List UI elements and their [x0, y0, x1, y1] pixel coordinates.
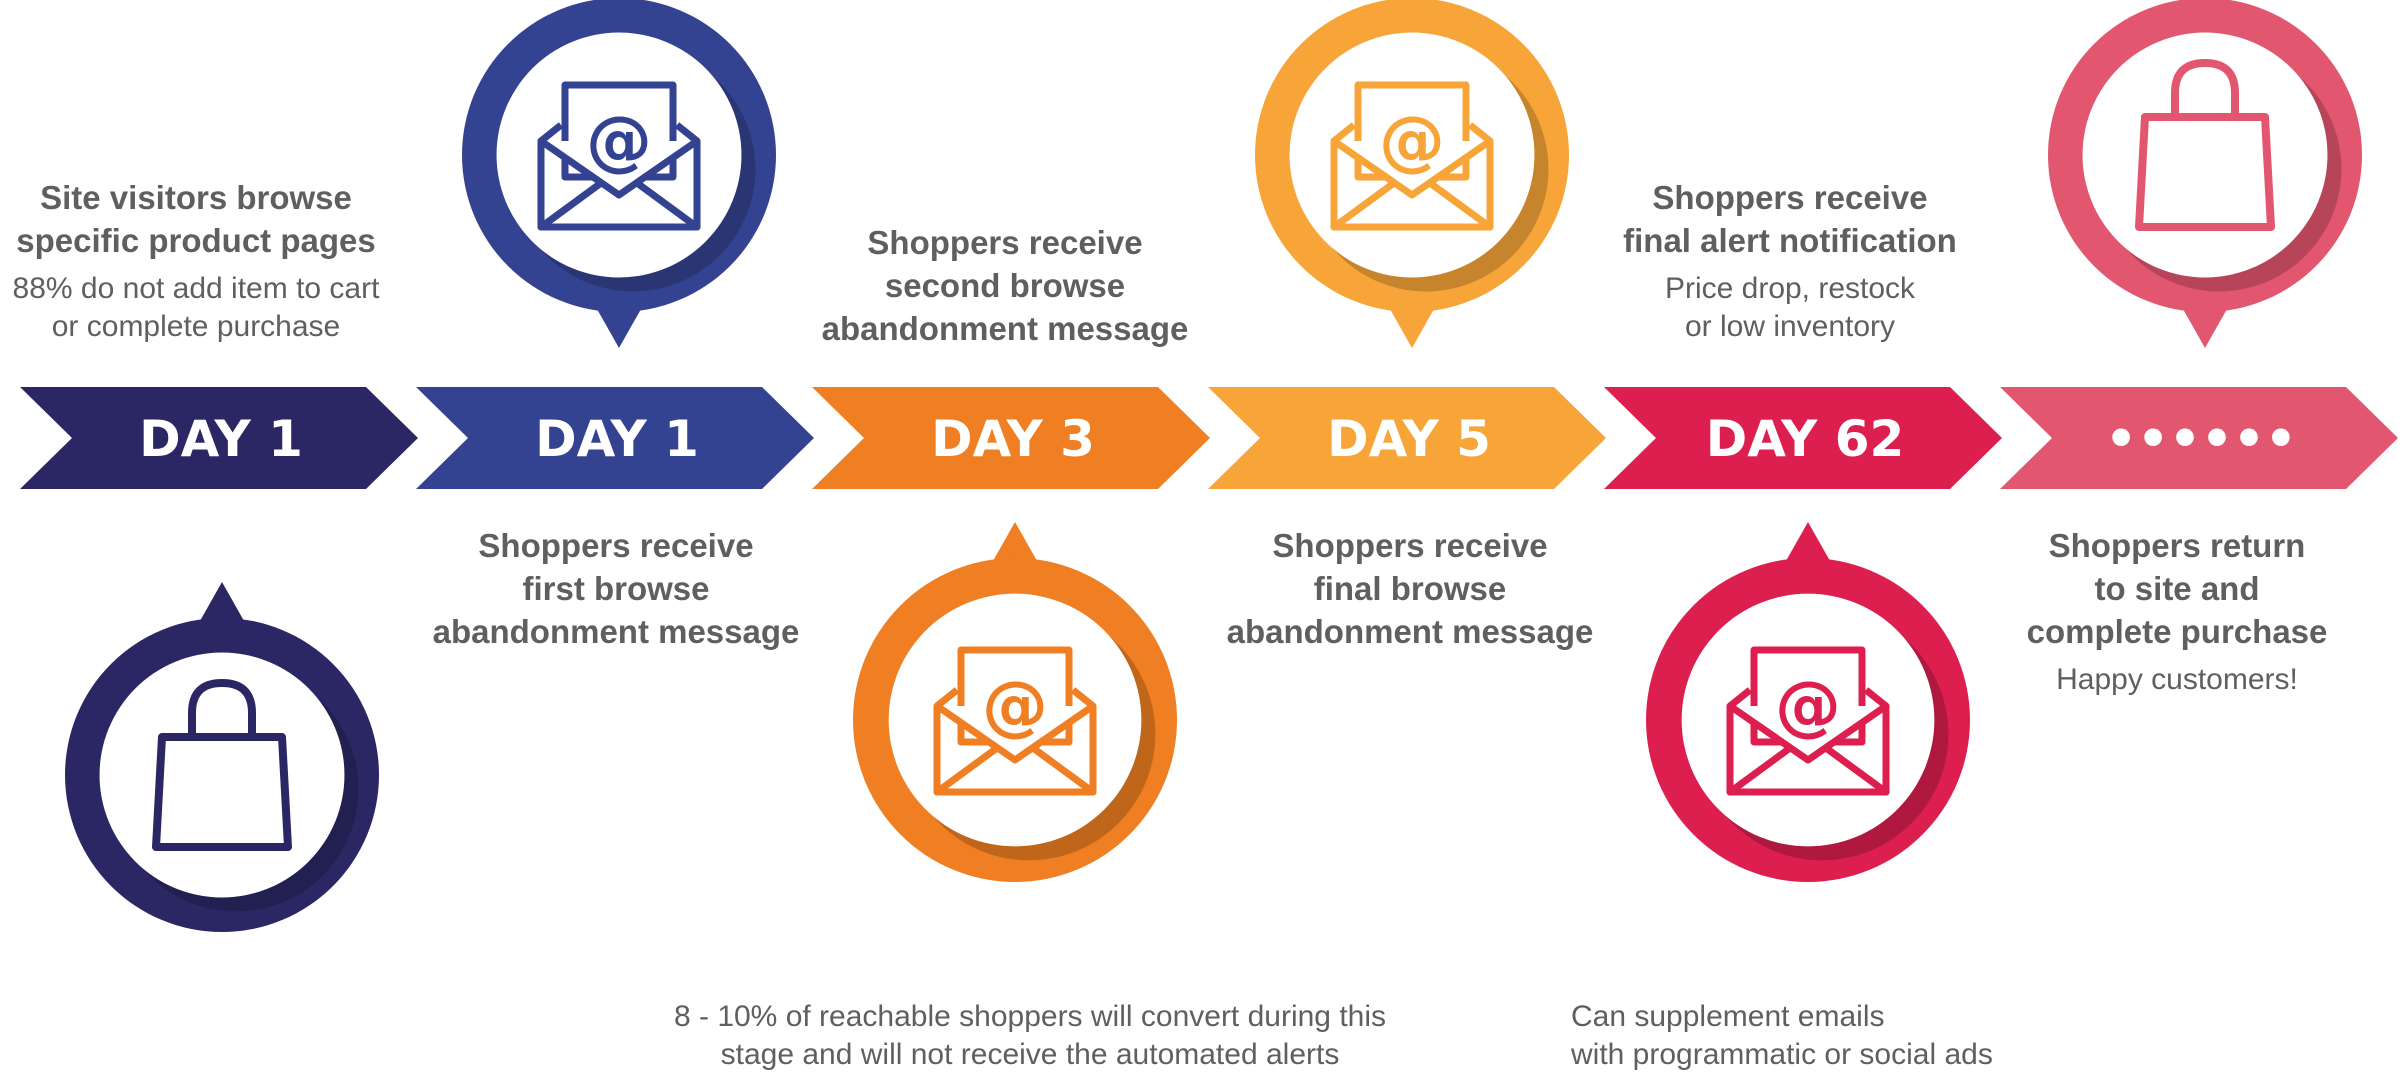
- at-sign: @: [1775, 667, 1841, 744]
- pin-inner: [99, 652, 345, 898]
- pin-pointer: [1386, 302, 1438, 348]
- step-2-pin: @: [462, 0, 776, 348]
- at-sign: @: [982, 667, 1048, 744]
- envelope-fold: [537, 179, 701, 231]
- step-6-label: ••••••: [2105, 410, 2297, 468]
- envelope-body: [537, 122, 701, 231]
- envelope-flap: [935, 703, 1095, 764]
- envelope-fold: [1726, 744, 1890, 796]
- envelope-flap: [1728, 703, 1888, 764]
- step-1-subtitle: 88% do not add item to cart or complete …: [12, 272, 380, 343]
- step-2-arrow: [416, 387, 814, 489]
- step-1-text: Site visitors browse specific product pa…: [0, 176, 392, 346]
- at-sign: @: [1379, 102, 1445, 179]
- pin-pointer: [989, 522, 1041, 568]
- step-4-label: DAY 5: [1327, 410, 1491, 468]
- step-5-text: Shoppers receive final alert notificatio…: [1590, 176, 1990, 346]
- step-5-arrow: [1604, 387, 2002, 489]
- step-2-text: Shoppers receive first browse abandonmen…: [410, 524, 822, 653]
- pin-pointer: [1782, 522, 1834, 568]
- envelope-body: [1330, 122, 1494, 231]
- step-6-pin: [2048, 0, 2362, 348]
- envelope-body: [933, 687, 1097, 796]
- envelope-fold: [933, 744, 1097, 796]
- step-1-arrow: [20, 387, 418, 489]
- at-sign: @: [586, 102, 652, 179]
- email-envelope-icon: @: [933, 646, 1097, 796]
- envelope-fold: [1330, 179, 1494, 231]
- step-6-text: Shoppers return to site and complete pur…: [1990, 524, 2364, 699]
- bag-body: [152, 733, 292, 851]
- step-6-title: Shoppers return to site and complete pur…: [2026, 527, 2328, 650]
- bag-body: [2135, 113, 2275, 231]
- step-3-arrow: [812, 387, 1210, 489]
- shopping-bag-icon: [2135, 58, 2275, 231]
- step-3-title: Shoppers receive second browse abandonme…: [821, 224, 1189, 347]
- bag-handle: [2171, 58, 2239, 121]
- step-4-pin: @: [1255, 0, 1569, 348]
- pin-pointer: [593, 302, 645, 348]
- step-5-pin: @: [1646, 522, 1970, 882]
- conversion-note: 8 - 10% of reachable shoppers will conve…: [673, 1000, 1387, 1071]
- step-3-text: Shoppers receive second browse abandonme…: [800, 221, 1210, 350]
- pin-pointer: [2179, 302, 2231, 348]
- step-3-pin: @: [853, 522, 1177, 882]
- step-2-title: Shoppers receive first browse abandonmen…: [432, 527, 800, 650]
- step-1-title: Site visitors browse specific product pa…: [16, 179, 376, 259]
- step-5-subtitle: Price drop, restock or low inventory: [1664, 272, 1916, 343]
- step-3-label: DAY 3: [931, 410, 1095, 468]
- envelope-body: [1726, 687, 1890, 796]
- email-envelope-icon: @: [1726, 646, 1890, 796]
- envelope-flap: [539, 138, 699, 199]
- step-4-text: Shoppers receive final browse abandonmen…: [1200, 524, 1620, 653]
- pin-inner: [2082, 32, 2328, 278]
- step-6-arrow: [2000, 387, 2398, 489]
- step-5-title: Shoppers receive final alert notificatio…: [1623, 179, 1957, 259]
- step-6-subtitle: Happy customers!: [2056, 663, 2298, 696]
- step-4-arrow: [1208, 387, 1606, 489]
- step-4-title: Shoppers receive final browse abandonmen…: [1226, 527, 1594, 650]
- step-1-label: DAY 1: [139, 410, 303, 468]
- shopping-bag-icon: [152, 678, 292, 851]
- step-5-label: DAY 62: [1706, 410, 1905, 468]
- step-2-label: DAY 1: [535, 410, 699, 468]
- email-envelope-icon: @: [537, 81, 701, 231]
- email-envelope-icon: @: [1330, 81, 1494, 231]
- envelope-flap: [1332, 138, 1492, 199]
- step-1-pin: [65, 582, 379, 932]
- pin-pointer: [196, 582, 248, 628]
- supplement-note: Can supplement emails with programmatic …: [1571, 1000, 1993, 1071]
- bag-handle: [188, 678, 256, 741]
